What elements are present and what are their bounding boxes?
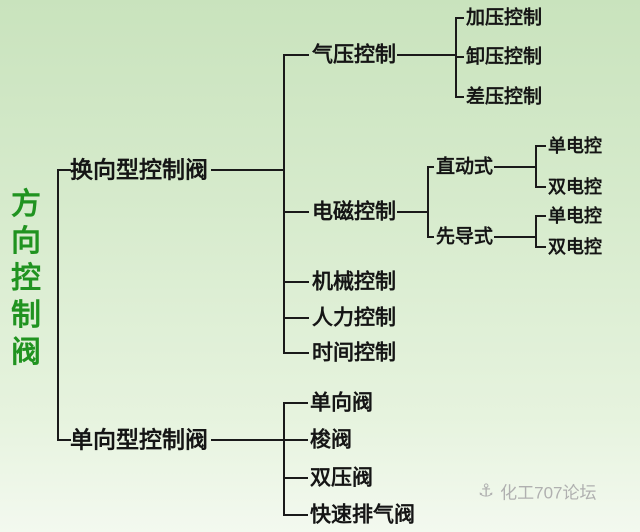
node-reversing-type-control-valve: 换向型控制阀	[70, 156, 208, 183]
node-direct-single-solenoid: 单电控	[548, 136, 602, 156]
node-quick-exhaust-valve: 快速排气阀	[310, 503, 415, 527]
watermark-text: 化工707论坛	[500, 483, 597, 503]
node-pressurize-control: 加压控制	[466, 7, 543, 29]
reversing-valve-branch	[211, 54, 309, 354]
direct-acting-branch	[494, 145, 546, 188]
node-depressurize-control: 卸压控制	[466, 46, 543, 68]
node-direct-double-solenoid: 双电控	[548, 177, 602, 197]
node-shuttle-valve: 梭阀	[310, 428, 352, 452]
node-differential-pressure-control: 差压控制	[466, 86, 543, 108]
node-pilot-operated: 先导式	[436, 226, 494, 248]
pilot-operated-branch	[494, 215, 546, 248]
node-root-directional-control-valve: 方向控制阀	[6, 187, 39, 373]
node-pneumatic-control: 气压控制	[312, 43, 396, 67]
node-oneway-type-control-valve: 单向型控制阀	[70, 426, 208, 453]
pneumatic-control-branch	[397, 17, 464, 98]
node-manual-control: 人力控制	[312, 306, 396, 330]
oneway-valve-branch	[211, 402, 308, 516]
node-pilot-single-solenoid: 单电控	[548, 206, 602, 226]
node-solenoid-control: 电磁控制	[312, 200, 396, 224]
node-mechanical-control: 机械控制	[312, 270, 396, 294]
node-check-valve: 单向阀	[310, 391, 373, 415]
solenoid-control-branch	[397, 166, 434, 238]
anchor-icon: ⚓	[478, 480, 495, 501]
watermark: ⚓ 化工707论坛	[478, 479, 597, 504]
node-pilot-double-solenoid: 双电控	[548, 237, 602, 257]
root-bracket	[57, 169, 71, 441]
node-time-control: 时间控制	[312, 341, 396, 365]
node-double-pressure-valve: 双压阀	[310, 466, 373, 490]
node-direct-acting: 直动式	[436, 156, 494, 178]
